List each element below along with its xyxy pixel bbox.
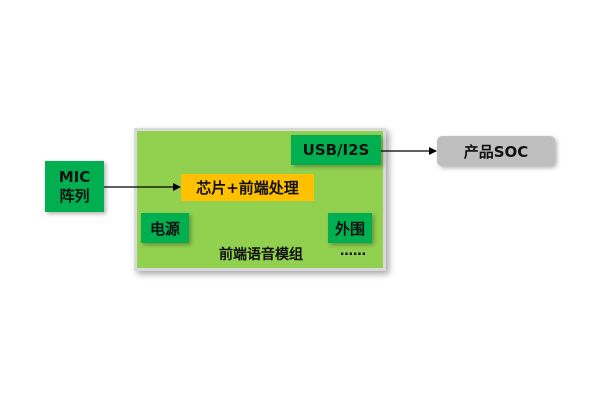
power-label: 电源 (149, 219, 180, 238)
chip-frontend-processing-node: 芯片+前端处理 (181, 174, 314, 201)
peripheral-label: 外围 (334, 219, 365, 238)
usb-i2s-node: USB/I2S (291, 135, 381, 165)
mic-array-node: MIC 阵列 (45, 161, 104, 212)
usb-i2s-label: USB/I2S (302, 141, 370, 159)
product-soc-node: 产品SOC (437, 136, 555, 166)
product-soc-label: 产品SOC (463, 142, 529, 161)
power-node: 电源 (141, 213, 189, 243)
mic-label-line1: MIC (58, 167, 91, 186)
peripheral-node: 外围 (328, 213, 372, 243)
chip-frontend-processing-label: 芯片+前端处理 (196, 179, 299, 197)
mic-label-line2: 阵列 (59, 186, 90, 205)
module-label: 前端语音模组 (219, 247, 303, 263)
ellipsis-text: …… (340, 244, 366, 259)
